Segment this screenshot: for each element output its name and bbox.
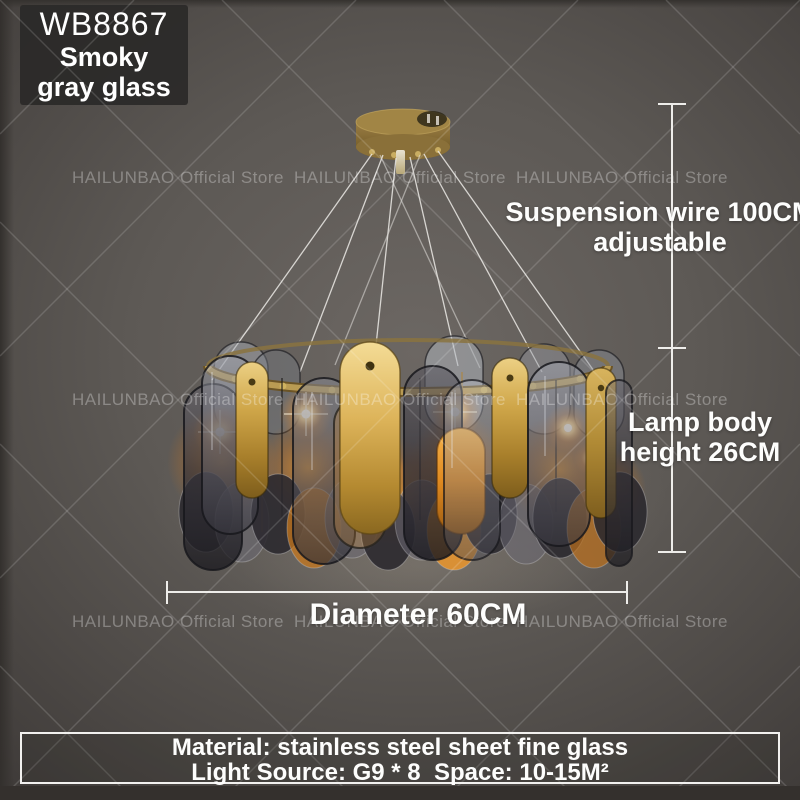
canopy-center-rod — [396, 150, 405, 174]
ceiling-canopy — [355, 108, 451, 174]
watermark-text: HAILUNBAO Official Store — [294, 612, 506, 631]
lamp-body-annotation-line2: height 26CM — [619, 437, 781, 467]
diameter-annotation: Diameter 60CM — [309, 598, 527, 631]
model-number: WB8867 — [39, 6, 169, 42]
suspension-annotation-line2: adjustable — [593, 227, 727, 257]
finish-name-line2: gray glass — [37, 72, 171, 102]
watermark-text: HAILUNBAO Official Store — [516, 390, 728, 409]
watermark-text: HAILUNBAO Official Store — [294, 168, 506, 187]
suspension-annotation: Suspension wire 100CM adjustable — [505, 197, 800, 257]
spec-light-source: Light Source: G9 * 8 Space: 10-15M² — [191, 759, 609, 786]
watermark-text: HAILUNBAO Official Store — [294, 390, 506, 409]
gold-panel-1 — [235, 361, 269, 499]
gold-panel-2 — [339, 341, 401, 535]
watermark-text: HAILUNBAO Official Store — [72, 390, 284, 409]
watermark-text: HAILUNBAO Official Store — [516, 612, 728, 631]
suspension-annotation-line1: Suspension wire 100CM — [505, 197, 800, 227]
watermark-text: HAILUNBAO Official Store — [72, 612, 284, 631]
model-badge: WB8867 Smoky gray glass — [20, 5, 188, 105]
spec-bar: Material: stainless steel sheet fine gla… — [20, 732, 780, 786]
gold-panel-3 — [491, 357, 529, 499]
lamp-body-annotation-line1: Lamp body — [627, 407, 772, 437]
lamp-body-annotation: Lamp body height 26CM — [600, 407, 800, 467]
photo-edge-shade-top — [0, 0, 800, 8]
photo-edge-shade-left — [0, 0, 14, 800]
spec-material: Material: stainless steel sheet fine gla… — [171, 734, 629, 761]
watermark-text: HAILUNBAO Official Store — [72, 168, 284, 187]
glass-highlights — [211, 372, 546, 470]
photo-edge-shade-bottom — [0, 786, 800, 800]
finish-name-line1: Smoky — [59, 42, 149, 72]
watermark-text: HAILUNBAO Official Store — [516, 168, 728, 187]
front-panels — [183, 341, 633, 571]
